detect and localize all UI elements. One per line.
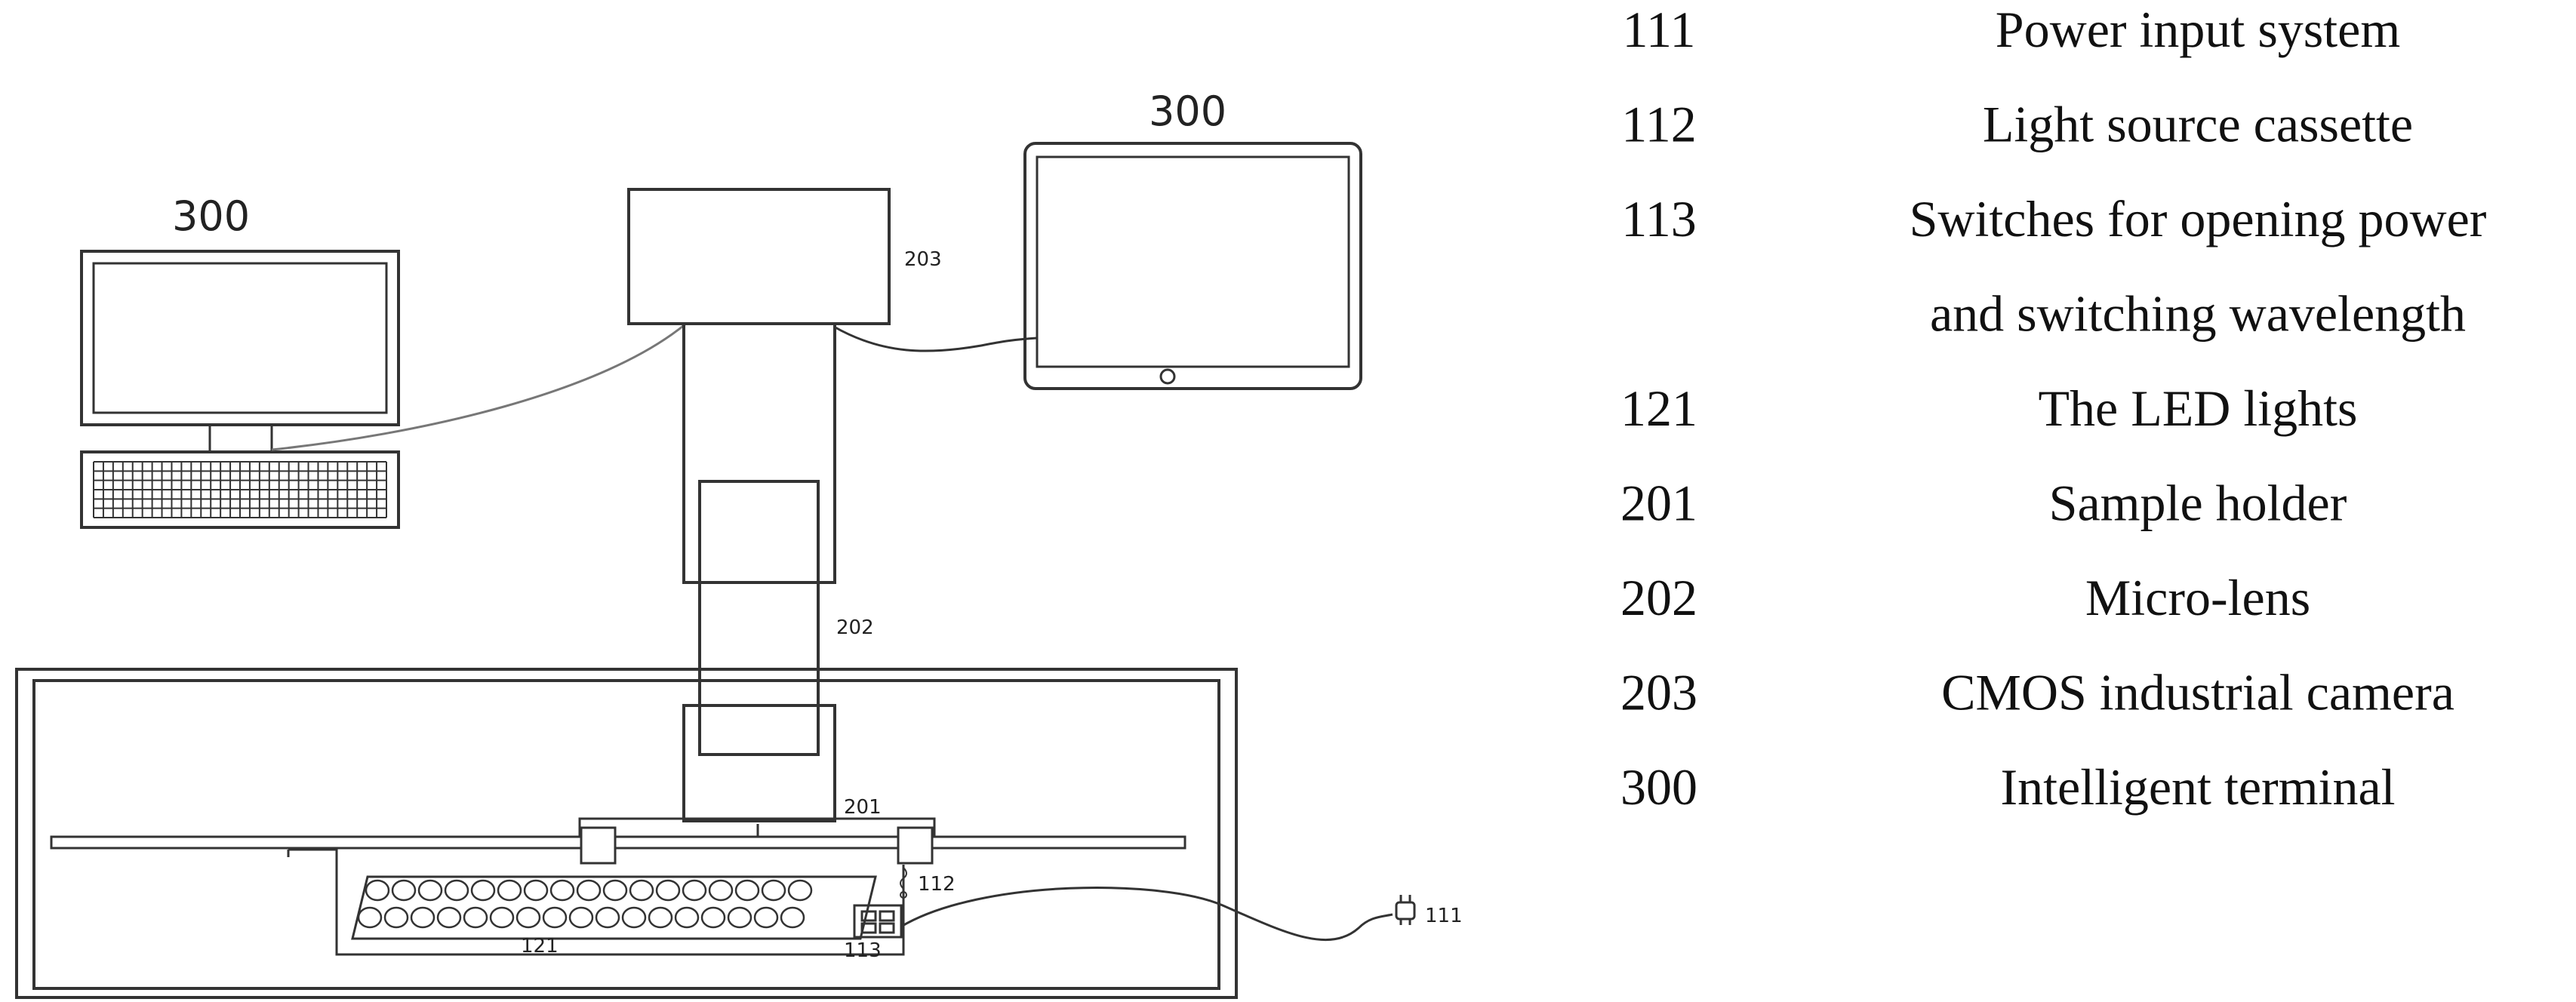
label-111: 111 (1425, 905, 1463, 927)
holder-clip-right (897, 826, 934, 865)
switch-housing (853, 904, 903, 939)
led-light (365, 879, 390, 902)
base-enclosure-inner (32, 679, 1220, 990)
switch-d (879, 922, 895, 934)
sample-holder (578, 817, 936, 838)
led-light (444, 879, 469, 902)
terminal-left (80, 250, 400, 529)
terminal-right (1023, 142, 1362, 390)
led-light (568, 906, 594, 929)
led-light (542, 906, 568, 929)
cmos-camera (627, 188, 891, 325)
legend-description: Sample holder (2049, 475, 2347, 532)
power-cable (900, 887, 1393, 942)
label-112: 112 (918, 873, 956, 896)
cable-terminal-left (271, 321, 688, 451)
keyboard (80, 450, 400, 529)
tablet-screen (1036, 155, 1350, 368)
legend: 111 Power input system 112 Light source cas… (1620, 1, 2487, 816)
led-light (489, 906, 515, 929)
led-light (470, 879, 496, 902)
label-113: 113 (844, 939, 882, 962)
switch-c (860, 922, 877, 934)
legend-description: and switching wavelength (1930, 285, 2466, 343)
switch-a (860, 910, 877, 922)
led-light (523, 879, 549, 902)
led-light (708, 879, 734, 902)
tablet-home-button (1159, 368, 1176, 385)
led-lights (357, 879, 813, 929)
led-light (761, 879, 786, 902)
legend-code: 121 (1620, 380, 1697, 437)
led-light (516, 906, 541, 929)
led-light (357, 906, 383, 929)
label-300-right: 300 (1149, 88, 1226, 135)
led-panel (351, 875, 877, 940)
led-light (576, 879, 602, 902)
legend-description: Power input system (1996, 1, 2400, 58)
legend-code: 300 (1620, 758, 1697, 816)
led-light (727, 906, 752, 929)
legend-description: Intelligent terminal (2000, 758, 2395, 816)
upper-column (682, 322, 836, 584)
label-121: 121 (521, 935, 559, 957)
led-light (417, 879, 443, 902)
label-203: 203 (904, 248, 942, 271)
micro-lens (698, 480, 820, 756)
cable-terminal-right (833, 325, 1038, 352)
led-light (497, 879, 522, 902)
legend-code: 201 (1620, 475, 1697, 532)
base-enclosure-outer (15, 668, 1238, 999)
led-light (629, 879, 654, 902)
legend-description: Light source cassette (1983, 96, 2413, 153)
led-light (436, 906, 462, 929)
led-light (602, 879, 628, 902)
led-light (549, 879, 575, 902)
label-300-left: 300 (172, 192, 250, 240)
led-light (674, 906, 700, 929)
led-light (682, 879, 707, 902)
label-202: 202 (836, 616, 874, 639)
led-light (410, 906, 435, 929)
led-light (648, 906, 673, 929)
desktop-monitor-stand (208, 423, 273, 453)
keyboard-keys (93, 461, 387, 518)
led-light (734, 879, 760, 902)
legend-description: CMOS industrial camera (1941, 664, 2454, 721)
legend-code: 113 (1621, 190, 1696, 247)
led-light (383, 906, 409, 929)
led-light (753, 906, 779, 929)
desktop-monitor-screen (92, 262, 388, 414)
led-light (780, 906, 805, 929)
led-light (787, 879, 813, 902)
led-light (595, 906, 620, 929)
cassette-spring (900, 867, 907, 890)
legend-description: The LED lights (2038, 380, 2357, 437)
legend-code: 203 (1620, 664, 1697, 721)
switch-b (879, 910, 895, 922)
legend-description: Micro-lens (2085, 569, 2310, 626)
led-light (700, 906, 726, 929)
label-201: 201 (844, 796, 882, 819)
led-light (391, 879, 417, 902)
led-light (621, 906, 647, 929)
lower-column (682, 704, 836, 822)
power-plug-icon (1395, 895, 1416, 925)
switch-block (853, 904, 903, 939)
holder-clip-left (580, 826, 617, 865)
stage-rail (50, 835, 1186, 850)
legend-description: Switches for opening power (1910, 190, 2487, 247)
led-light (655, 879, 681, 902)
desktop-monitor-frame (80, 250, 400, 426)
legend-code: 111 (1623, 1, 1696, 58)
legend-code: 112 (1621, 96, 1696, 153)
legend-code: 202 (1620, 569, 1697, 626)
tablet-frame (1023, 142, 1362, 390)
led-light (463, 906, 488, 929)
